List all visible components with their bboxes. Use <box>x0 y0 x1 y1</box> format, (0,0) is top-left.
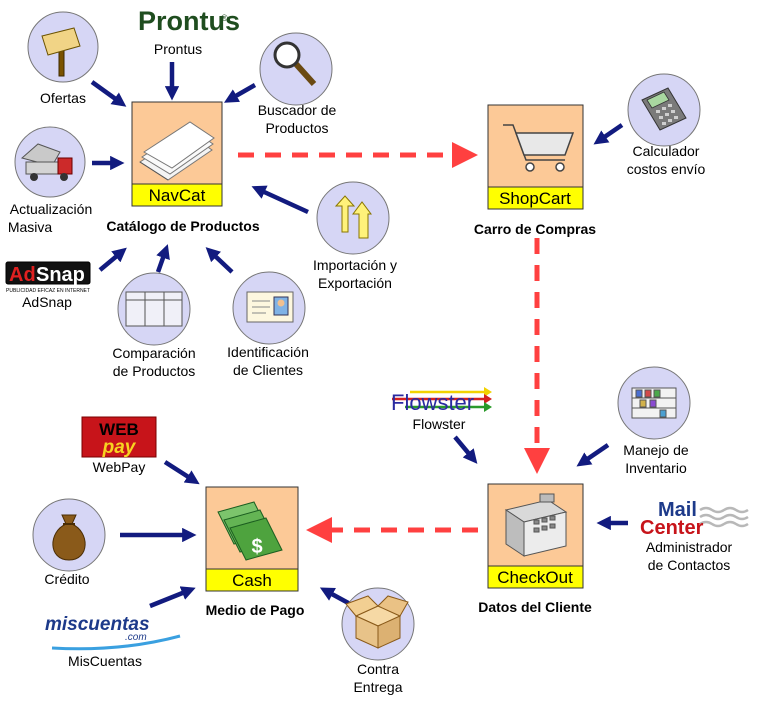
feature-label: de Clientes <box>233 362 303 378</box>
register-icon <box>504 493 568 557</box>
brand-webpay: WEB pay WebPay <box>81 416 157 475</box>
sign-icon <box>41 27 81 77</box>
module-label: NavCat <box>149 186 206 205</box>
mailcenter-logo-mail: Mail <box>658 499 697 521</box>
miscuentas-swoosh <box>51 634 181 651</box>
arrow-importacion <box>251 185 309 215</box>
arrow-comparacion <box>155 244 170 273</box>
miscuentas-logo-com: .com <box>125 632 147 643</box>
brand-label: AdSnap <box>22 294 72 310</box>
feature-inventario: Manejo de Inventario <box>617 366 691 476</box>
feature-label: costos envío <box>627 161 706 177</box>
arrow-inventario <box>576 443 610 467</box>
flow-arrow-shopcart-checkout <box>524 238 550 474</box>
waves-icon <box>699 506 749 528</box>
feature-label: Masiva <box>8 219 53 235</box>
module-label: Cash <box>232 571 272 590</box>
feature-identificacion: Identificación de Clientes <box>227 271 309 378</box>
module-caption: Datos del Cliente <box>478 599 592 615</box>
module-navcat: NavCat Catálogo de Productos <box>106 101 260 234</box>
module-label: CheckOut <box>497 568 573 587</box>
brand-prontus: Prontus ® Prontus <box>138 6 240 57</box>
feature-importacion: Importación y Exportación <box>313 181 397 291</box>
feature-label: Comparación <box>112 345 195 361</box>
feature-label: Ofertas <box>40 90 86 106</box>
prontus-logo: Prontus <box>138 6 240 36</box>
brand-miscuentas: miscuentas .com MisCuentas <box>45 614 181 669</box>
brand-label: Administrador <box>646 539 733 555</box>
brand-label: WebPay <box>93 459 146 475</box>
feature-label: Entrega <box>353 679 402 695</box>
webpay-logo-web: WEB <box>99 420 139 439</box>
webpay-logo-pay: pay <box>102 437 137 458</box>
arrow-webpay <box>163 460 200 485</box>
box-icon <box>345 595 409 649</box>
module-label: ShopCart <box>499 189 571 208</box>
shelves-icon <box>631 387 677 419</box>
brand-label: Flowster <box>413 416 466 432</box>
adsnap-tagline: PUBLICIDAD EFICAZ EN INTERNET <box>6 288 90 294</box>
feature-label: Actualización <box>10 201 93 217</box>
module-shopcart: ShopCart Carro de Compras <box>474 104 596 237</box>
feature-label: Inventario <box>625 460 687 476</box>
brand-label: de Contactos <box>648 557 731 573</box>
feature-label: Crédito <box>44 571 89 587</box>
magnifier-icon <box>273 41 317 87</box>
feature-label: Calculador <box>633 143 700 159</box>
feature-ofertas: Ofertas <box>27 11 99 106</box>
table-icon <box>125 291 183 327</box>
arrow-miscuentas <box>149 586 196 609</box>
module-checkout: CheckOut Datos del Cliente <box>478 483 592 615</box>
feature-calculador: Calculador costos envío <box>627 73 706 177</box>
cart-icon <box>503 124 575 172</box>
feature-label: Identificación <box>227 344 309 360</box>
feature-label: Productos <box>265 120 328 136</box>
arrow-ofertas <box>90 80 127 107</box>
miscuentas-logo: miscuentas <box>45 614 150 635</box>
papers-icon <box>139 121 215 181</box>
feature-credito: Crédito <box>32 498 106 587</box>
calculator-icon <box>641 87 687 131</box>
arrow-adsnap <box>98 247 127 272</box>
adsnap-logo-snap: Snap <box>36 264 85 286</box>
arrows-icon <box>334 195 372 239</box>
mailcenter-logo-center: Center <box>640 517 704 539</box>
feature-buscador: Buscador de Productos <box>258 32 337 136</box>
feature-label: Manejo de <box>623 442 689 458</box>
registered-mark: ® <box>221 13 228 23</box>
brand-adsnap: Ad Snap PUBLICIDAD EFICAZ EN INTERNET Ad… <box>5 261 91 310</box>
arrow-identificacion <box>205 247 234 274</box>
flow-arrow-navcat-shopcart <box>238 142 478 168</box>
module-caption: Catálogo de Productos <box>106 218 259 234</box>
feature-contra: Contra Entrega <box>341 587 415 695</box>
arrow-flowster <box>453 435 478 464</box>
truck-icon <box>20 143 73 181</box>
flowster-logo: Flowster <box>391 390 474 415</box>
module-caption: Medio de Pago <box>206 602 305 618</box>
arrow-calculador <box>593 123 624 145</box>
svg-text:$: $ <box>251 536 262 558</box>
feature-label: Buscador de <box>258 102 337 118</box>
arrow-buscador <box>223 83 257 103</box>
module-cash: $ Cash Medio de Pago <box>205 486 305 618</box>
module-caption: Carro de Compras <box>474 221 596 237</box>
brand-label: Prontus <box>154 41 202 57</box>
feature-actualizacion: Actualización Masiva <box>8 126 93 235</box>
feature-label: Exportación <box>318 275 392 291</box>
feature-label: Importación y <box>313 257 397 273</box>
money-bag-icon <box>52 514 86 561</box>
flowster-swoosh <box>392 387 492 412</box>
adsnap-logo-ad: Ad <box>9 264 36 286</box>
brand-flowster: Flowster Flowster <box>391 387 492 432</box>
brand-mailcenter: Mail Center Administrador de Contactos <box>640 499 749 573</box>
brand-label: MisCuentas <box>68 653 142 669</box>
money-icon: $ <box>217 501 283 561</box>
id-card-icon <box>246 291 294 323</box>
feature-label: de Productos <box>113 363 196 379</box>
flow-arrow-checkout-cash <box>306 517 478 543</box>
feature-label: Contra <box>357 661 399 677</box>
feature-comparacion: Comparación de Productos <box>112 272 196 379</box>
